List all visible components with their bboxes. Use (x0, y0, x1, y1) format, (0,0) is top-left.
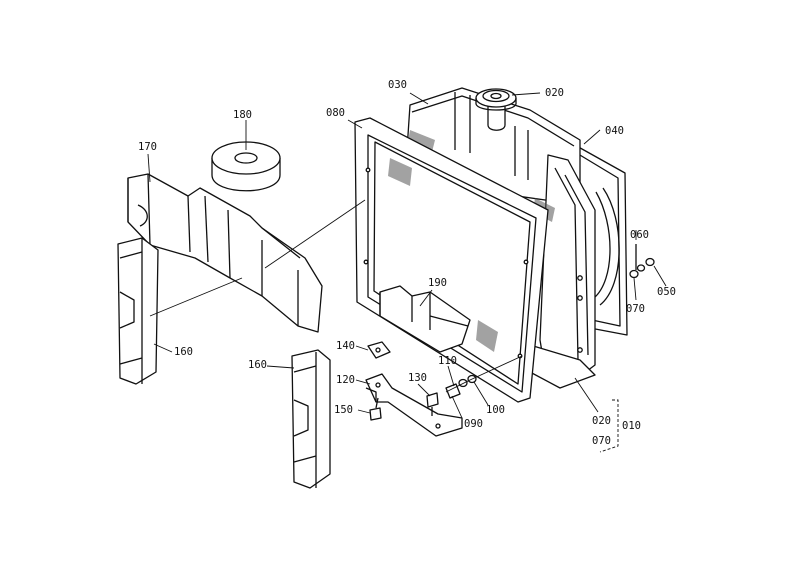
callout-040: 040 (605, 125, 624, 137)
callout-070-bottom: 070 (592, 435, 611, 447)
part-020-radiator-cap (475, 88, 517, 111)
callout-120: 120 (336, 374, 355, 386)
callout-labels: 030 020 040 080 180 170 060 050 070 190 … (138, 79, 676, 447)
part-160-left-cushion (117, 237, 159, 385)
callout-030: 030 (388, 79, 407, 91)
callout-160-mid: 160 (248, 359, 267, 371)
callout-130: 130 (408, 372, 427, 384)
callout-140: 140 (336, 340, 355, 352)
part-160-mid-cushion (291, 349, 331, 489)
callout-110: 110 (438, 355, 457, 367)
part-110-bolt (445, 383, 461, 399)
callout-010: 010 (622, 420, 641, 432)
callout-080: 080 (326, 107, 345, 119)
part-170-upper-cushion (127, 173, 323, 333)
callout-090: 090 (464, 418, 483, 430)
part-080-screen-frame (354, 117, 549, 403)
callout-160-left: 160 (174, 346, 193, 358)
callout-050: 050 (657, 286, 676, 298)
part-070-washer (629, 269, 639, 279)
callout-100: 100 (486, 404, 505, 416)
callout-150: 150 (334, 404, 353, 416)
part-190-cushion (379, 285, 471, 353)
callout-180: 180 (233, 109, 252, 121)
leader-lines (147, 92, 667, 453)
part-130-bolt (426, 392, 439, 416)
callout-190: 190 (428, 277, 447, 289)
callout-060: 060 (630, 229, 649, 241)
callout-170: 170 (138, 141, 157, 153)
callout-020-bottom: 020 (592, 415, 611, 427)
part-120-bracket (365, 373, 463, 437)
part-140-plate (367, 341, 391, 359)
callout-070-right: 070 (626, 303, 645, 315)
part-050-nut (636, 257, 655, 272)
part-150-bolt (369, 397, 382, 421)
callout-020-top: 020 (545, 87, 564, 99)
part-180-rubber-pad (211, 141, 281, 192)
